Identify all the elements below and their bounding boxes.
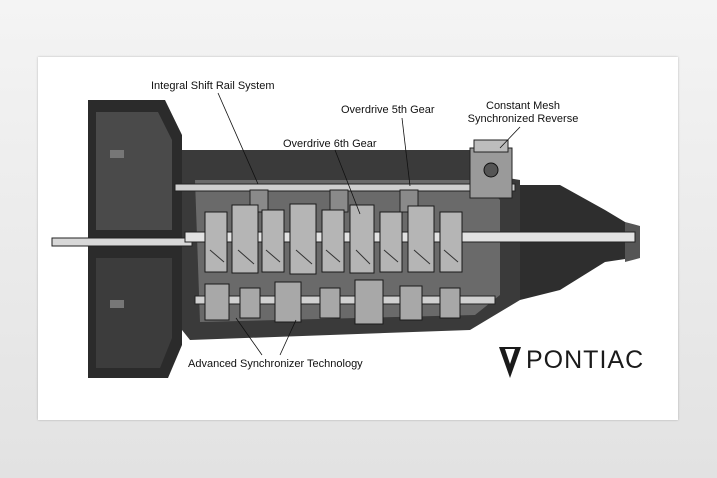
leader-lines [217,92,521,356]
upper-gears [204,203,463,275]
pontiac-logo: PONTIAC [498,342,644,378]
counter-shaft [194,295,496,305]
bell-housing-highlight [96,112,172,230]
label-overdrive-5th: Overdrive 5th Gear [341,104,435,116]
bell-bolt-2 [110,300,124,308]
bell-housing-lower [96,258,172,368]
label-constant-mesh: Constant Mesh Synchronized Reverse [458,100,588,126]
label-synchronizer: Advanced Synchronizer Technology [188,358,363,370]
label-constant-mesh-line1: Constant Mesh [486,100,560,112]
shift-tower-pivot [483,162,499,178]
label-shift-rail: Integral Shift Rail System [151,80,275,92]
input-shaft [51,237,193,247]
lower-gears [204,279,461,325]
shift-tower-cap [473,139,509,153]
bell-bolt-1 [110,150,124,158]
label-overdrive-6th: Overdrive 6th Gear [283,138,377,150]
label-constant-mesh-line2: Synchronized Reverse [467,113,579,125]
gear-teeth [209,249,459,265]
brand-wordmark: PONTIAC [526,345,645,374]
shift-fork-2 [329,189,349,213]
